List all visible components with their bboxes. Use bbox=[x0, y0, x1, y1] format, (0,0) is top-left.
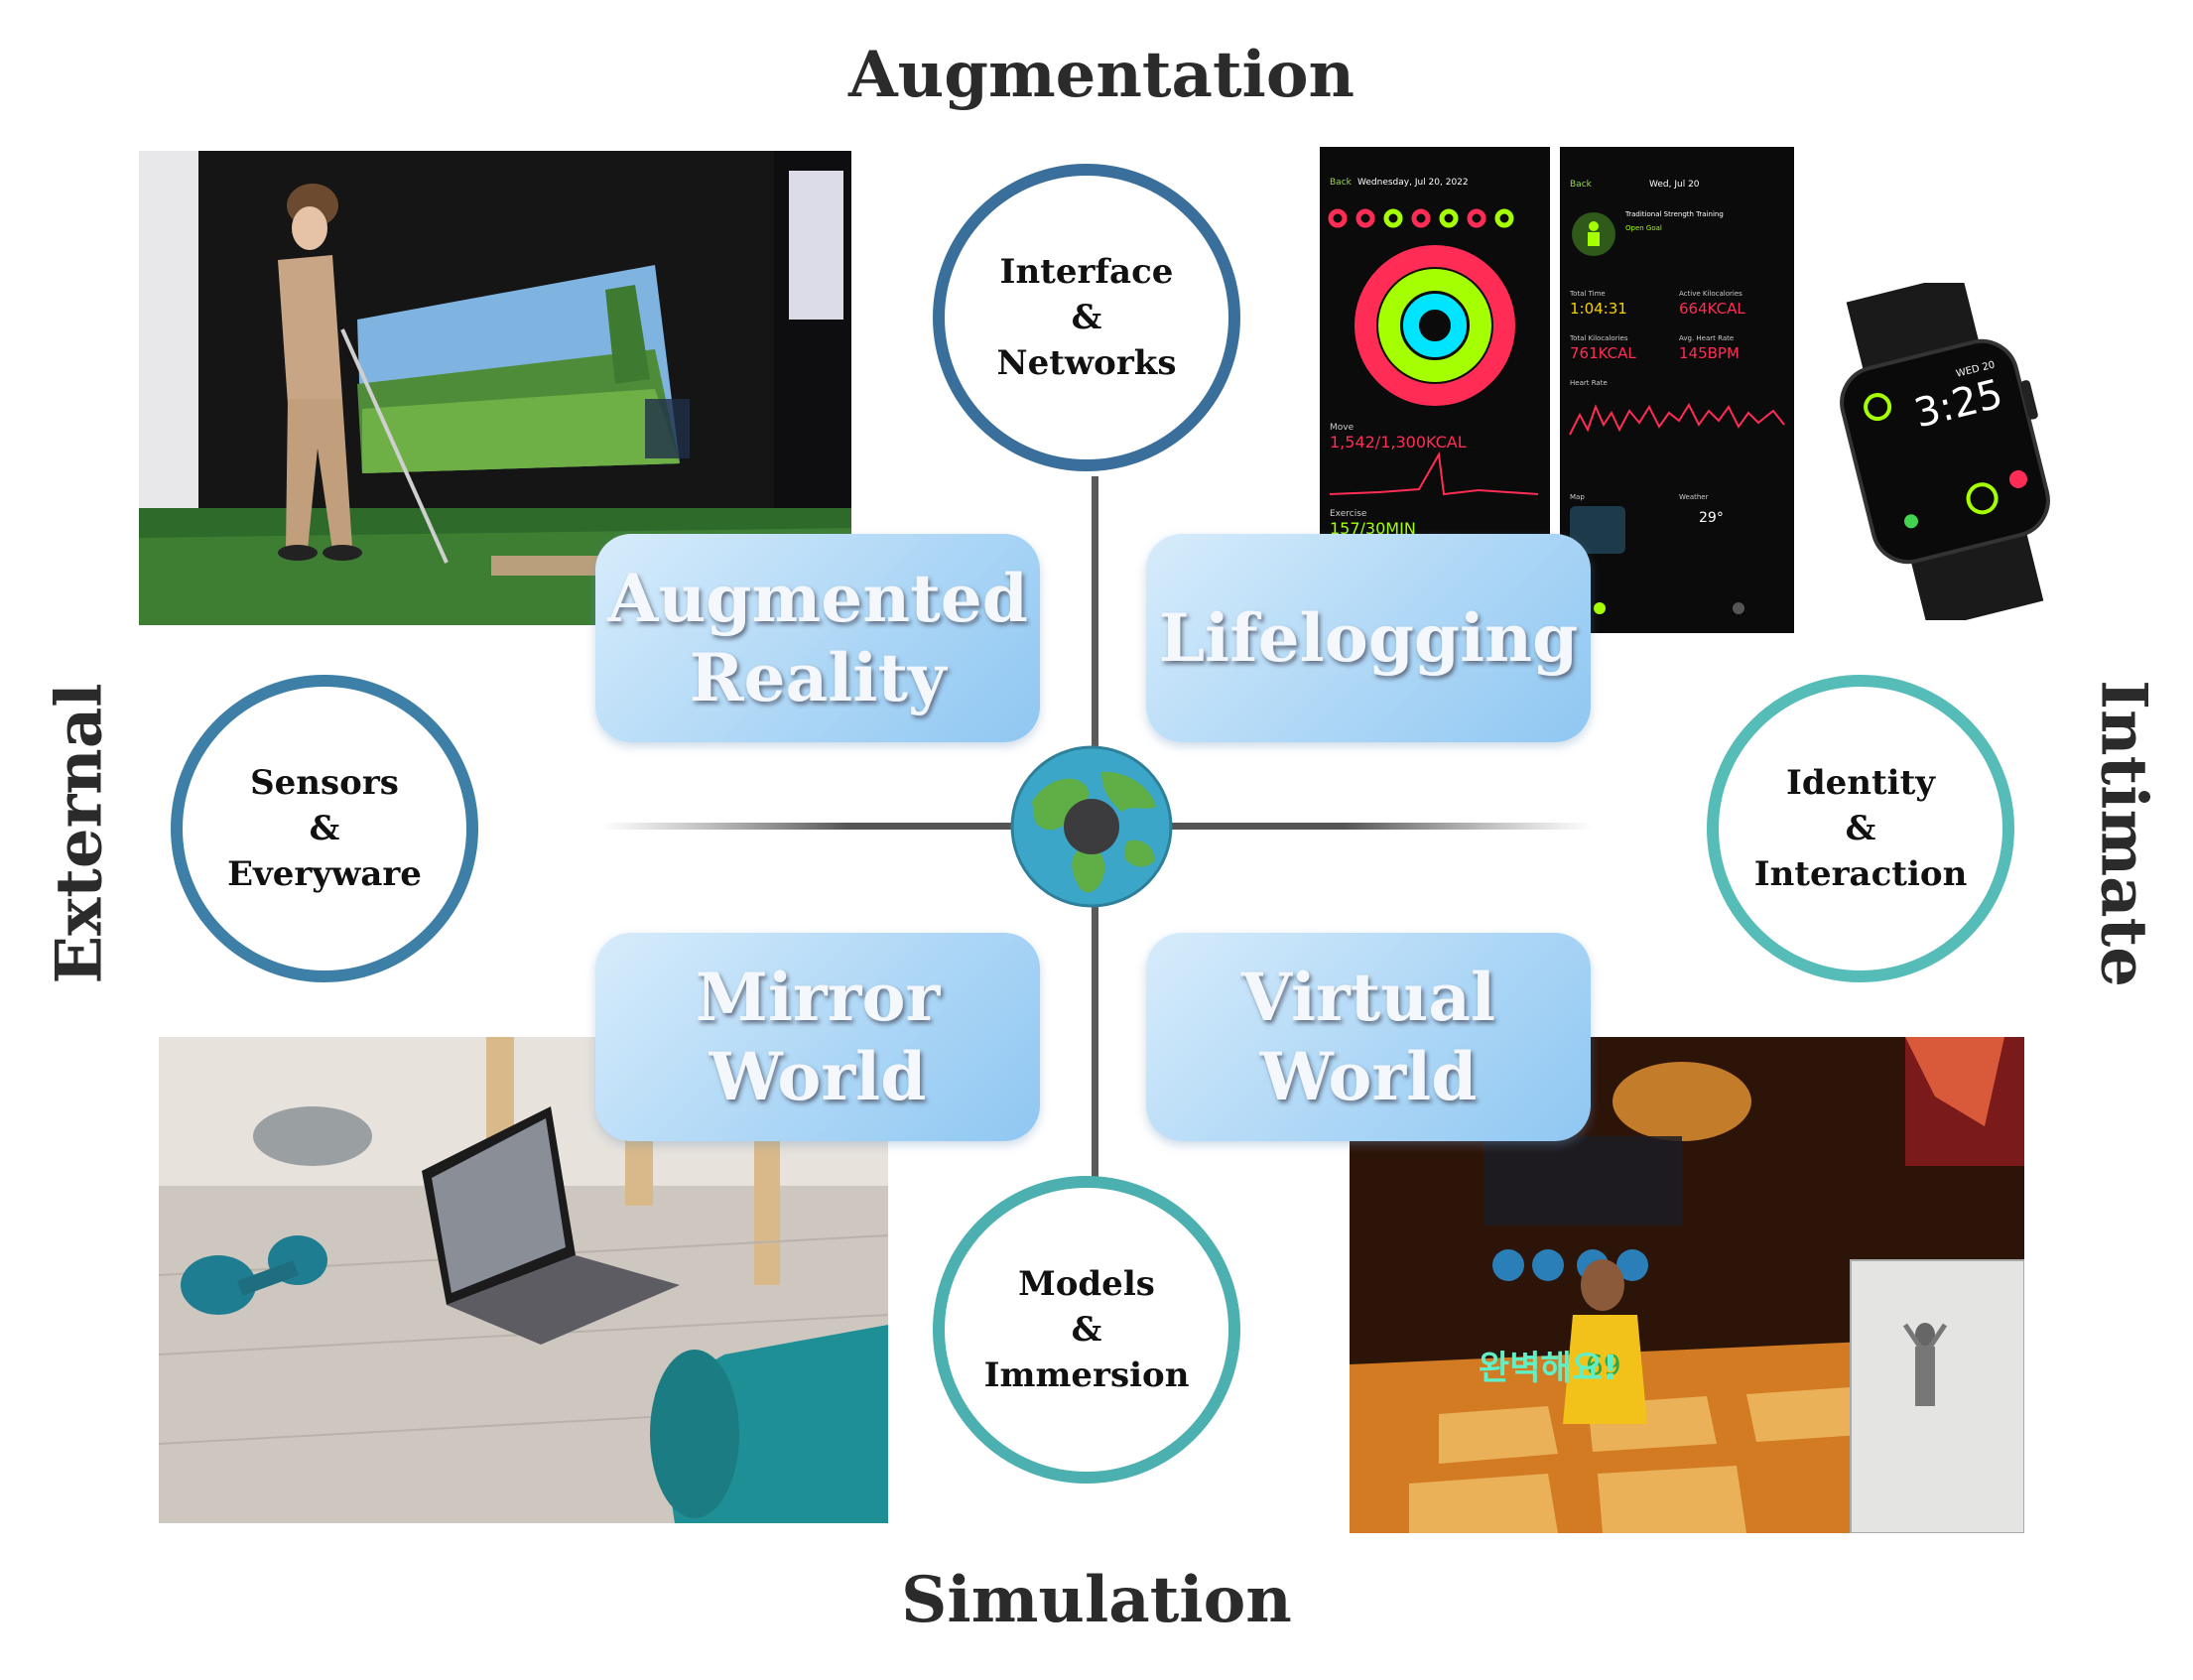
active-kcal-value: 664KCAL bbox=[1679, 300, 1745, 318]
weather-value: 29° bbox=[1699, 510, 1724, 526]
circle-interface-networks: Interface & Networks bbox=[933, 164, 1240, 471]
circle-top-line1: Interface bbox=[999, 252, 1174, 292]
circle-bottom-line1: Models bbox=[1018, 1264, 1155, 1304]
activity-rings bbox=[1354, 245, 1515, 406]
circle-left-line2: & bbox=[309, 809, 340, 848]
circle-right-line1: Identity bbox=[1785, 763, 1936, 803]
quadrant-mw-line1: Mirror bbox=[695, 959, 941, 1036]
quadrant-mirror-world: Mirror World bbox=[595, 933, 1040, 1141]
axis-label-augmentation: Augmentation bbox=[848, 38, 1355, 112]
exercise-label: Exercise bbox=[1330, 509, 1367, 519]
workout-name: Traditional Strength Training bbox=[1624, 210, 1724, 218]
total-time-label: Total Time bbox=[1569, 290, 1606, 298]
avg-hr-value: 145BPM bbox=[1679, 344, 1740, 362]
golf-simulator-photo bbox=[139, 151, 851, 625]
circle-sensors-everyware: Sensors & Everyware bbox=[171, 675, 478, 982]
circle-models-immersion: Models & Immersion bbox=[933, 1176, 1240, 1484]
move-value: 1,542/1,300KCAL bbox=[1330, 433, 1467, 452]
exercise-value: 157/30MIN bbox=[1330, 519, 1416, 538]
weather-label: Weather bbox=[1679, 493, 1709, 501]
circle-right-line2: & bbox=[1845, 809, 1876, 848]
circle-left-line1: Sensors bbox=[250, 763, 399, 803]
axis-label-intimate: Intimate bbox=[2086, 680, 2161, 987]
quadrant-mw-line2: World bbox=[709, 1038, 927, 1115]
circle-bottom-line2: & bbox=[1071, 1310, 1102, 1350]
heart-rate-label: Heart Rate bbox=[1570, 379, 1608, 387]
total-kcal-value: 761KCAL bbox=[1570, 344, 1636, 362]
quadrant-ar-line2: Reality bbox=[689, 639, 947, 716]
quadrant-vw-line1: Virtual bbox=[1240, 959, 1496, 1036]
workout-summary-phone: Back Wed, Jul 20 Traditional Strength Tr… bbox=[1560, 147, 1794, 633]
axis-label-external: External bbox=[42, 683, 117, 984]
move-label: Move bbox=[1330, 423, 1354, 433]
globe-icon bbox=[1010, 745, 1173, 908]
phone2-date: Wed, Jul 20 bbox=[1649, 180, 1700, 190]
phone1-back-link: Back bbox=[1330, 178, 1353, 188]
quadrant-augmented-reality: Augmented Reality bbox=[595, 534, 1040, 742]
axis-label-simulation: Simulation bbox=[901, 1563, 1292, 1637]
circle-left-line3: Everyware bbox=[227, 854, 422, 894]
circle-right-line3: Interaction bbox=[1753, 854, 1968, 894]
quadrant-ar-line1: Augmented bbox=[607, 560, 1028, 637]
jersey-number: 69 bbox=[1586, 1349, 1621, 1381]
quadrant-ll-line1: Lifelogging bbox=[1158, 599, 1579, 677]
circle-top-line2: & bbox=[1071, 298, 1102, 337]
workout-goal: Open Goal bbox=[1625, 224, 1662, 232]
quadrant-lifelogging: Lifelogging bbox=[1146, 534, 1591, 742]
total-time-value: 1:04:31 bbox=[1570, 300, 1627, 318]
quadrant-virtual-world: Virtual World bbox=[1146, 933, 1591, 1141]
quadrant-vw-line2: World bbox=[1259, 1038, 1478, 1115]
active-kcal-label: Active Kilocalories bbox=[1679, 290, 1742, 298]
circle-bottom-line3: Immersion bbox=[983, 1356, 1190, 1395]
circle-identity-interaction: Identity & Interaction bbox=[1707, 675, 2014, 982]
phone2-back-link: Back bbox=[1570, 180, 1593, 190]
activity-rings-phone: Back Wednesday, Jul 20, 2022 Move 1,542/… bbox=[1320, 147, 1550, 539]
circle-top-line3: Networks bbox=[996, 343, 1177, 383]
smartwatch-photo: 3:25 WED 20 bbox=[1826, 283, 2064, 620]
total-kcal-label: Total Kilocalories bbox=[1569, 334, 1628, 342]
game-score-text: 완벽해요! bbox=[1479, 1349, 1618, 1388]
avg-hr-label: Avg. Heart Rate bbox=[1679, 334, 1734, 342]
phone1-date: Wednesday, Jul 20, 2022 bbox=[1357, 178, 1469, 188]
map-label: Map bbox=[1570, 493, 1585, 501]
